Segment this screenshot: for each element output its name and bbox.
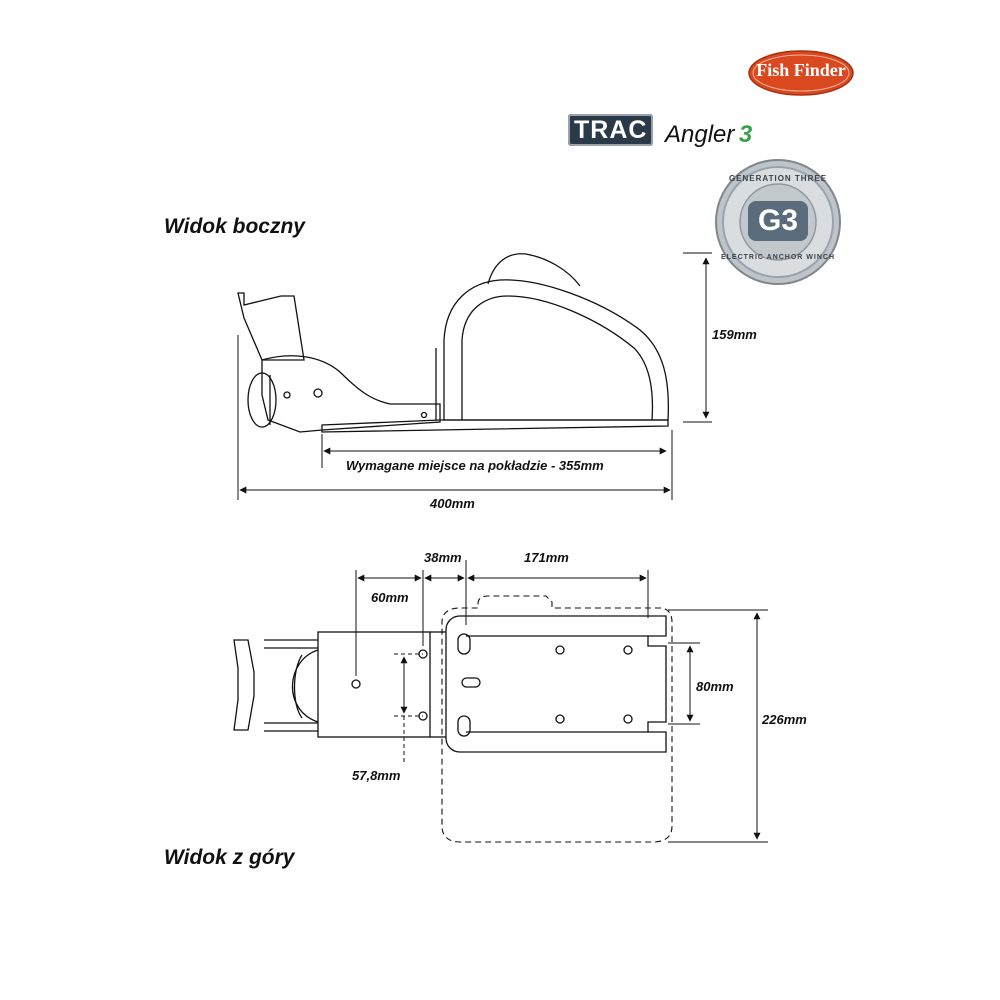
housing-inner	[461, 295, 654, 421]
roller-wheel	[247, 372, 277, 428]
bolt	[283, 391, 291, 399]
bolt-hole	[623, 645, 633, 655]
footprint-outline	[441, 595, 673, 843]
roller-plate	[261, 355, 441, 433]
slot	[461, 677, 481, 688]
dim-171mm-label: 171mm	[524, 550, 569, 565]
winch-plate	[445, 615, 667, 753]
bow-guide	[233, 639, 255, 731]
side-view-drawing	[237, 253, 669, 433]
bow-bracket	[237, 292, 305, 361]
product-name: Angler 3	[665, 121, 752, 149]
top-dimensions	[355, 560, 768, 843]
g3-badge-bottom-text: ELECTRIC ANCHOR WINCH	[720, 254, 836, 261]
g3-badge-top-text: GENERATION THREE	[728, 174, 828, 183]
deck-space-label: Wymagane miejsce na pokładzie - 355mm	[346, 458, 604, 473]
height-dimension-label: 159mm	[712, 327, 757, 342]
dim-226mm-label: 226mm	[762, 712, 807, 727]
length-dimension-label: 400mm	[430, 496, 475, 511]
dim-60mm-label: 60mm	[371, 590, 409, 605]
trac-text: TRAC	[568, 114, 654, 146]
side-view-title: Widok boczny	[164, 215, 305, 238]
main-plate	[317, 631, 431, 738]
winch-housing	[443, 279, 669, 421]
bolt-hole	[623, 714, 633, 724]
side-dimensions	[237, 252, 712, 500]
bolt-hole	[555, 645, 565, 655]
dim-80mm-label: 80mm	[696, 679, 734, 694]
fishfinder-logo	[748, 50, 854, 96]
base-plate	[321, 419, 669, 433]
bolt	[313, 388, 323, 398]
bolt-hole	[351, 679, 361, 689]
trac-logo: TRAC	[568, 114, 654, 146]
dim-38mm-label: 38mm	[424, 550, 462, 565]
housing-cover	[487, 253, 581, 287]
slot	[457, 633, 471, 655]
top-view-drawing	[233, 615, 667, 753]
top-view-title: Widok z góry	[164, 846, 295, 869]
angler-version: 3	[738, 121, 753, 148]
fishfinder-logo-text: Fish Finder	[756, 60, 846, 80]
dim-57-8mm-label: 57,8mm	[352, 768, 401, 783]
g3-badge-center-text: G3	[748, 201, 808, 241]
bolt-hole	[555, 714, 565, 724]
angler-text: Angler	[665, 121, 735, 148]
bolt	[420, 411, 428, 419]
slot	[457, 715, 471, 737]
